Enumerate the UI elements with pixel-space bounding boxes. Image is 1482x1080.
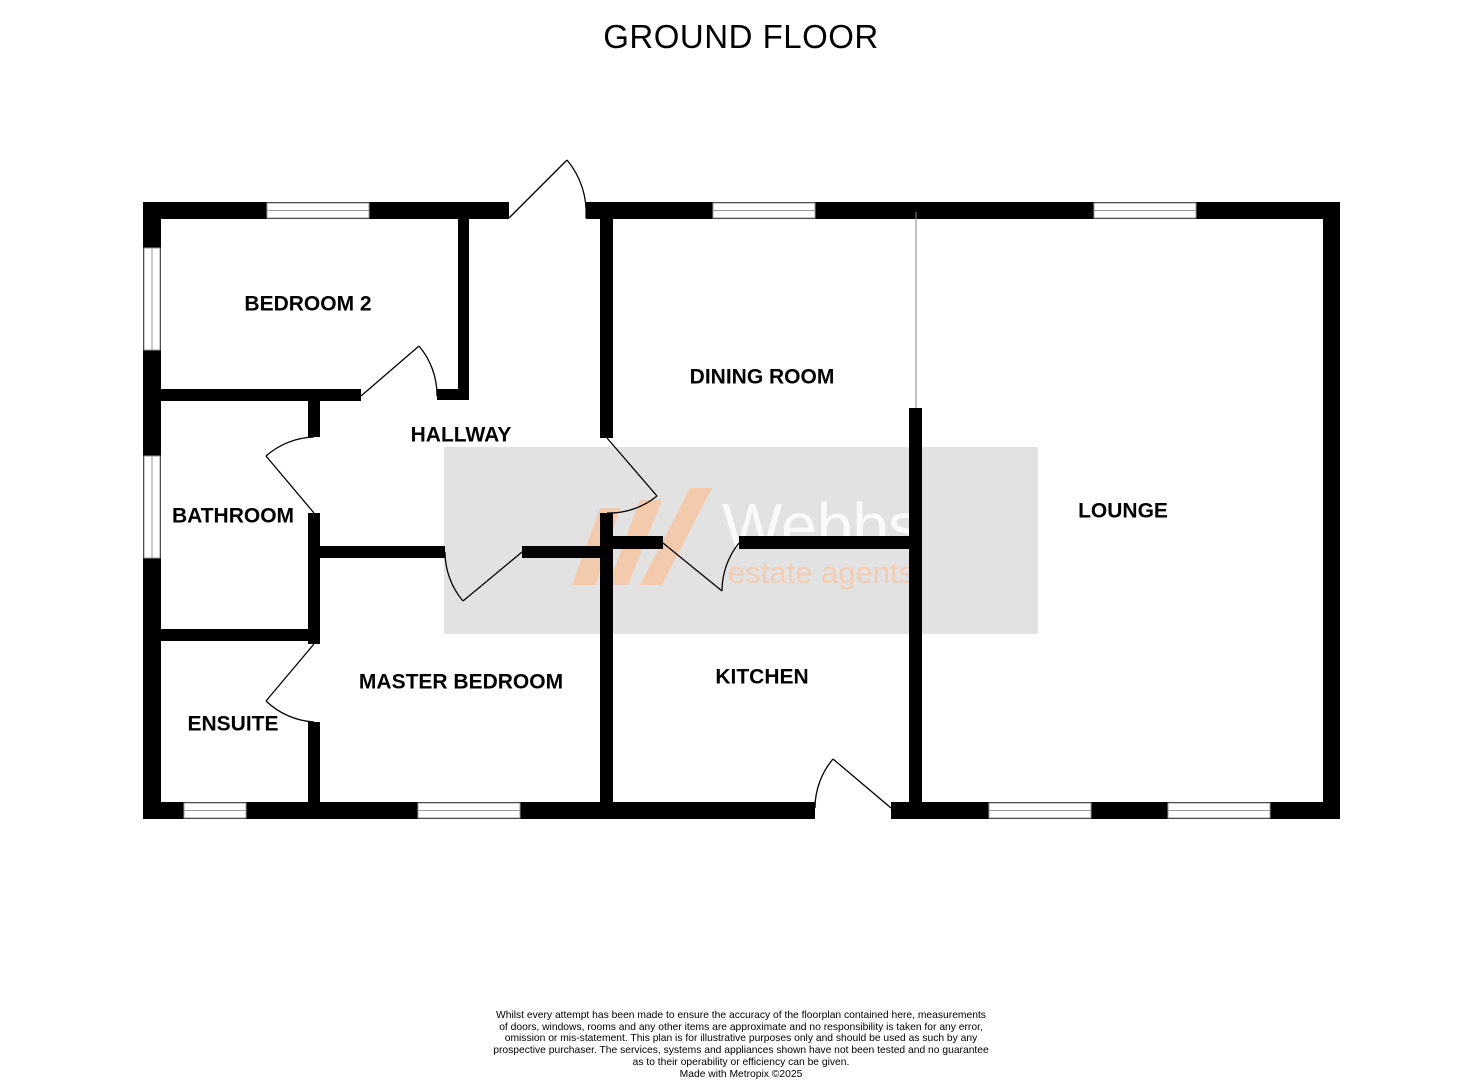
wall-master-north-left	[315, 546, 445, 558]
watermark-tagline: estate agents	[728, 555, 914, 590]
disclaimer: Whilst every attempt has been made to en…	[480, 1010, 1002, 1080]
door-bedroom2-icon	[360, 345, 438, 397]
wall-dining-west	[600, 212, 613, 438]
wall-bathroom-east-bottom	[308, 513, 320, 644]
wall-dining-kitchen-right	[739, 536, 917, 549]
room-label-bathroom: BATHROOM	[172, 505, 294, 528]
room-label-hallway: HALLWAY	[411, 424, 512, 447]
wall-kitchen-lounge	[909, 408, 922, 813]
plan-title: GROUND FLOOR	[603, 18, 879, 55]
door-dining-icon	[606, 437, 658, 514]
wall-bottom-right	[891, 802, 1340, 819]
wall-bathroom-east-top	[308, 398, 320, 437]
door-bathroom-icon	[265, 436, 315, 514]
room-label-bedroom2: BEDROOM 2	[244, 293, 371, 316]
room-label-ensuite: ENSUITE	[187, 713, 278, 736]
wall-dining-kitchen-left	[607, 536, 663, 549]
wall-top-right	[586, 202, 1340, 219]
wall-ensuite-east	[308, 722, 320, 808]
door-master-bedroom-icon	[444, 551, 523, 602]
disclaimer-line: Whilst every attempt has been made to en…	[496, 1010, 986, 1021]
disclaimer-line: as to their operability or efficiency ca…	[632, 1056, 850, 1068]
doors	[265, 159, 892, 809]
wall-master-north-right	[522, 546, 612, 558]
room-labels: BEDROOM 2 HALLWAY BATHROOM MASTER BEDROO…	[172, 293, 1168, 736]
room-label-lounge: LOUNGE	[1078, 500, 1168, 523]
wall-right	[1323, 202, 1340, 819]
wall-bathroom-south	[155, 629, 320, 641]
disclaimer-line: of doors, windows, rooms and any other i…	[499, 1021, 983, 1033]
door-kitchen-back-icon	[814, 758, 892, 809]
wall-bedroom2-east-stub	[437, 389, 469, 400]
wall-kitchen-west	[600, 513, 613, 808]
room-label-master-bedroom: MASTER BEDROOM	[359, 671, 563, 694]
wall-bedroom2-south	[155, 389, 361, 401]
disclaimer-line: prospective purchaser. The services, sys…	[493, 1045, 989, 1057]
window-glazing-lines	[151, 210, 1270, 811]
room-label-kitchen: KITCHEN	[715, 666, 808, 689]
door-ensuite-icon	[265, 643, 315, 723]
disclaimer-credit: Made with Metropix ©2025	[679, 1068, 803, 1080]
disclaimer-line: omission or mis-statement. This plan is …	[504, 1033, 978, 1045]
wall-bedroom2-east	[458, 212, 469, 400]
door-kitchen-icon	[662, 542, 740, 592]
watermark-brand: Webbs	[722, 490, 920, 562]
door-front-entrance-icon	[508, 159, 587, 219]
room-label-dining-room: DINING ROOM	[690, 366, 835, 389]
